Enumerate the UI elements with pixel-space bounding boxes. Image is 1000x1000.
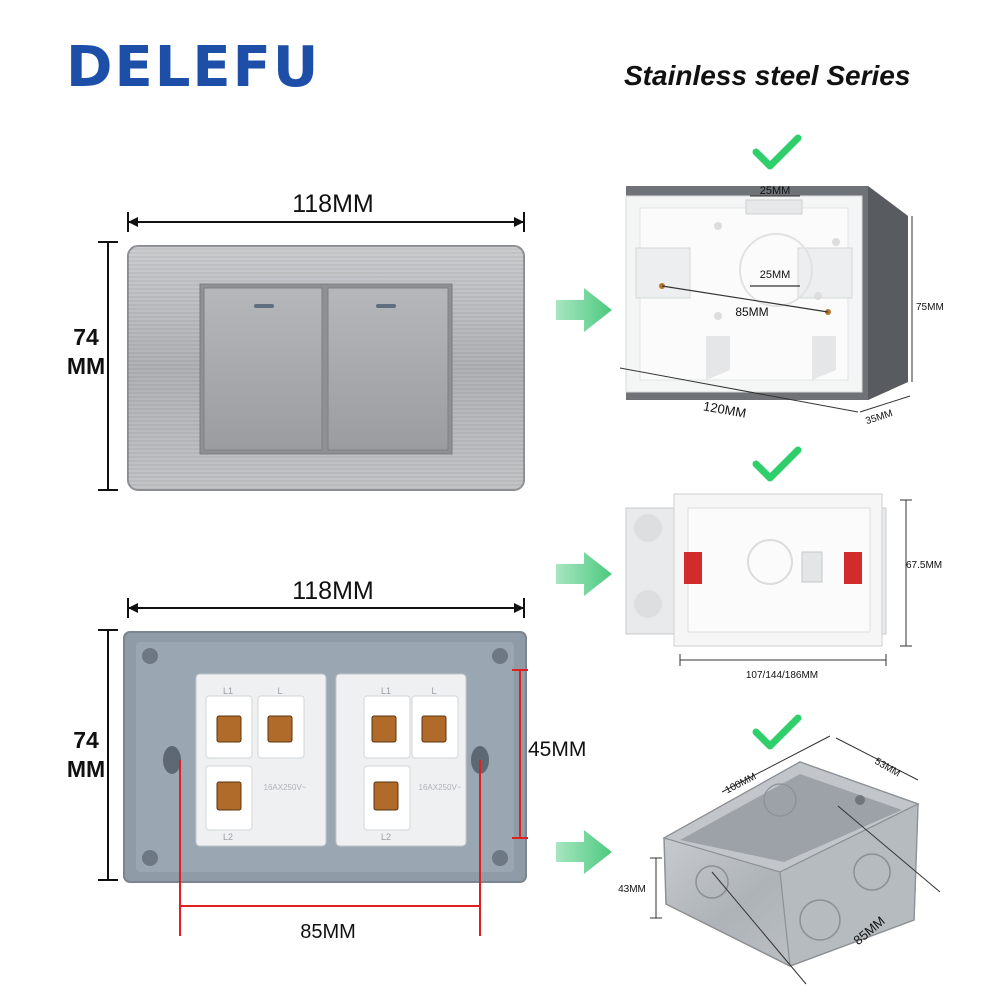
back-switch-plate: L1 L L1 L L2 L2 16AX250V~ 16AX250V~ [123,631,527,883]
mounting-box-120 [619,186,913,413]
front-height-label: 74 [73,324,99,350]
hole-spacing-label: 85MM [300,921,356,943]
box1-hole-spacing-label: 85MM [735,305,768,319]
brand-logo: DELEFU [66,35,321,100]
box2-height-label: 67.5MM [906,560,942,571]
terminal-label: L [431,686,436,696]
arrow-icon [556,288,612,332]
box3-depth-label: 53MM [872,756,902,779]
terminal-label: L1 [381,686,391,696]
arrow-icon [556,830,612,874]
front-width-label: 118MM [292,190,374,218]
terminal-label: L [277,686,282,696]
front-panel-dimension-height [98,241,118,491]
box2-width-label: 107/144/186MM [746,670,818,681]
check-icon [752,714,802,750]
mounting-box-steel [650,735,941,985]
module-height-label: 45MM [528,738,586,761]
mounting-box-expandable [625,493,912,666]
front-switch-plate [127,245,525,491]
rocker-key-right [327,287,449,451]
box1-depth-label: 35MM [864,408,894,427]
front-panel-dimension-width [127,212,525,232]
terminal-label: L1 [223,686,233,696]
box3-height-label: 43MM [618,884,646,895]
check-icon [752,446,802,482]
box1-height-label: 75MM [916,302,944,313]
arrow-icon [556,552,612,596]
switch-module-left [195,673,327,847]
back-width-label: 118MM [292,577,374,605]
back-panel-dimension-height [98,629,118,881]
box1-width-label: 120MM [702,398,747,420]
front-height-unit: MM [67,353,105,379]
rocker-key-left [203,287,323,451]
terminal-label: L2 [223,832,233,842]
module-height-dimension [512,669,528,839]
series-title: Stainless steel Series [624,60,911,91]
back-panel-dimension-width [127,598,525,618]
rating-label: 16AX250V~ [419,783,462,792]
switch-module-right [335,673,467,847]
box1-inner-slot-label: 25MM [760,269,791,281]
hole-spacing-dimension [179,760,481,936]
back-height-label: 74 [73,727,99,753]
terminal-label: L2 [381,832,391,842]
back-height-unit: MM [67,756,105,782]
rating-label: 16AX250V~ [264,783,307,792]
check-icon [752,134,802,170]
box1-top-slot-label: 25MM [760,185,791,197]
